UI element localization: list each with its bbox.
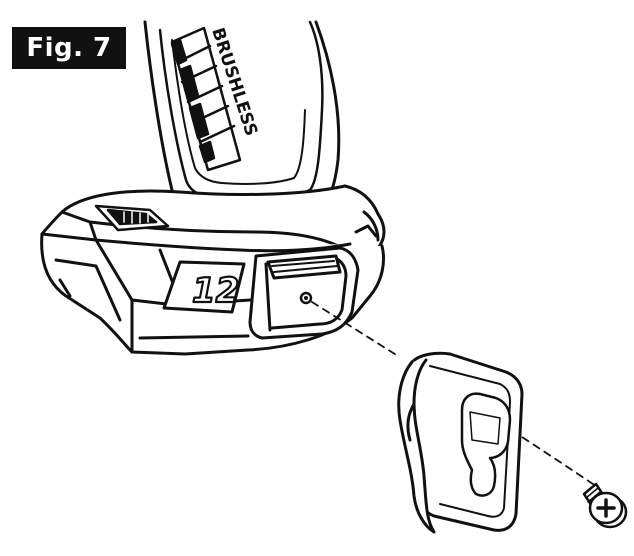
voltage-badge: 12 bbox=[162, 260, 246, 314]
belt-clip-icon bbox=[397, 351, 524, 534]
phillips-screw-icon bbox=[582, 482, 628, 529]
base-right-side bbox=[354, 210, 380, 242]
keyhole-slot bbox=[460, 392, 512, 497]
clip-mount-pocket bbox=[248, 246, 360, 340]
voltage-badge-text: 12 bbox=[192, 271, 239, 311]
grip-hatch-panel bbox=[170, 26, 242, 172]
figure-label: Fig. 7 bbox=[12, 27, 126, 69]
mode-slider bbox=[94, 204, 170, 232]
